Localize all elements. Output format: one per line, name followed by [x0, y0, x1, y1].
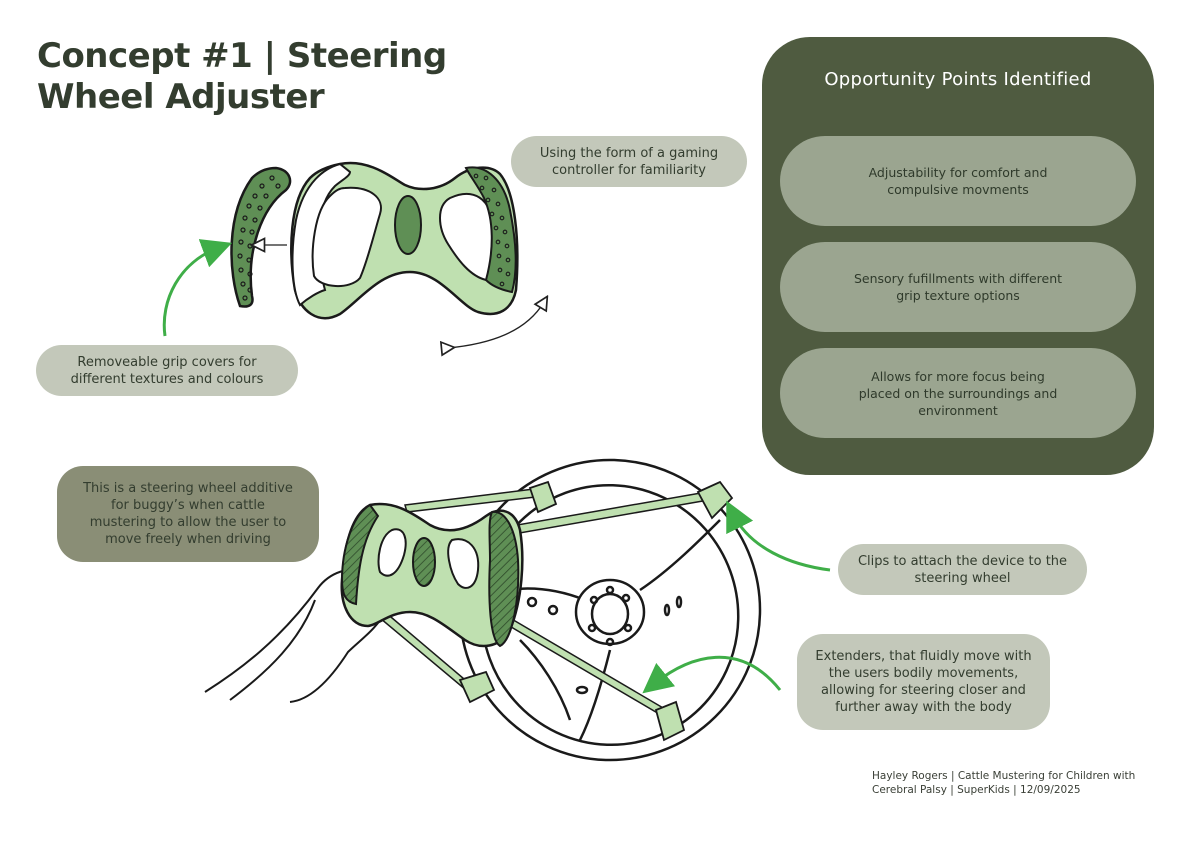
callout-gaming-controller: Using the form of a gaming controller fo…: [511, 136, 747, 187]
callout-text: the users bodily movements,: [828, 666, 1019, 681]
opportunity-point-text: Adjustability for comfort and: [868, 165, 1048, 180]
page-title-line-1: Concept #1 | Steering: [37, 36, 447, 76]
page-title: Concept #1 | Steering Wheel Adjuster: [37, 36, 457, 118]
callout-description: This is a steering wheel additive for bu…: [57, 466, 319, 562]
opportunity-point: Adjustability for comfort and compulsive…: [780, 136, 1136, 226]
footer-line: Cerebral Palsy | SuperKids | 12/09/2025: [872, 784, 1081, 796]
callout-extenders: Extenders, that fluidly move with the us…: [797, 634, 1050, 730]
opportunity-point: Allows for more focus being placed on th…: [780, 348, 1136, 438]
extenders-callout-arrow: [642, 655, 782, 694]
controller-body: [290, 161, 519, 320]
callout-text: further away with the body: [835, 700, 1012, 715]
opportunity-point-text: environment: [918, 402, 998, 418]
opportunity-point-text: Sensory fufillments with different: [853, 271, 1063, 286]
callout-text: controller for familiarity: [552, 162, 706, 178]
opportunity-panel: Opportunity Points Identified Adjustabil…: [762, 37, 1154, 475]
callout-grip-covers: Removeable grip covers for different tex…: [36, 345, 298, 396]
rotate-arrow: [448, 302, 544, 348]
callout-text: steering wheel: [914, 570, 1011, 586]
callout-clips: Clips to attach the device to the steeri…: [838, 544, 1087, 595]
clip-bottom-left: [458, 670, 496, 704]
clip-top-right: [696, 480, 734, 520]
callout-text: move freely when driving: [105, 532, 271, 547]
callout-text: Extenders, that fluidly move with: [815, 649, 1032, 664]
footer-credits: Hayley Rogers | Cattle Mustering for Chi…: [872, 769, 1162, 797]
callout-text: different textures and colours: [70, 371, 264, 387]
opportunity-point-text: grip texture options: [896, 288, 1020, 303]
clips: [458, 480, 734, 742]
grip-callout-arrow: [162, 239, 233, 337]
steering-wheel: [458, 458, 762, 762]
opportunity-point-text: placed on the surroundings and: [858, 385, 1058, 401]
callout-text: for buggy’s when cattle: [111, 498, 265, 513]
clips-callout-arrow: [726, 500, 831, 572]
extender-rods: [378, 487, 721, 720]
opportunity-point: Sensory fufillments with different grip …: [780, 242, 1136, 332]
opportunity-point-text: Allows for more focus being: [871, 368, 1045, 384]
callout-text: mustering to allow the user to: [89, 515, 287, 530]
callout-text: This is a steering wheel additive: [83, 481, 293, 496]
footer-line: Hayley Rogers | Cattle Mustering for Chi…: [872, 770, 1136, 782]
opportunity-panel-heading: Opportunity Points Identified: [824, 69, 1092, 90]
opportunity-point-text: compulsive movments: [887, 182, 1029, 197]
mounted-controller: [340, 502, 524, 648]
callout-text: Removeable grip covers for: [77, 354, 257, 370]
callout-text: allowing for steering closer and: [821, 683, 1026, 698]
callout-text: Using the form of a gaming: [539, 145, 719, 161]
detached-grip-cover: [230, 166, 292, 308]
clip-bottom-right: [654, 700, 686, 742]
page-title-line-2: Wheel Adjuster: [37, 77, 325, 117]
clip-top-left: [528, 480, 558, 514]
callout-text: Clips to attach the device to the: [857, 553, 1068, 569]
